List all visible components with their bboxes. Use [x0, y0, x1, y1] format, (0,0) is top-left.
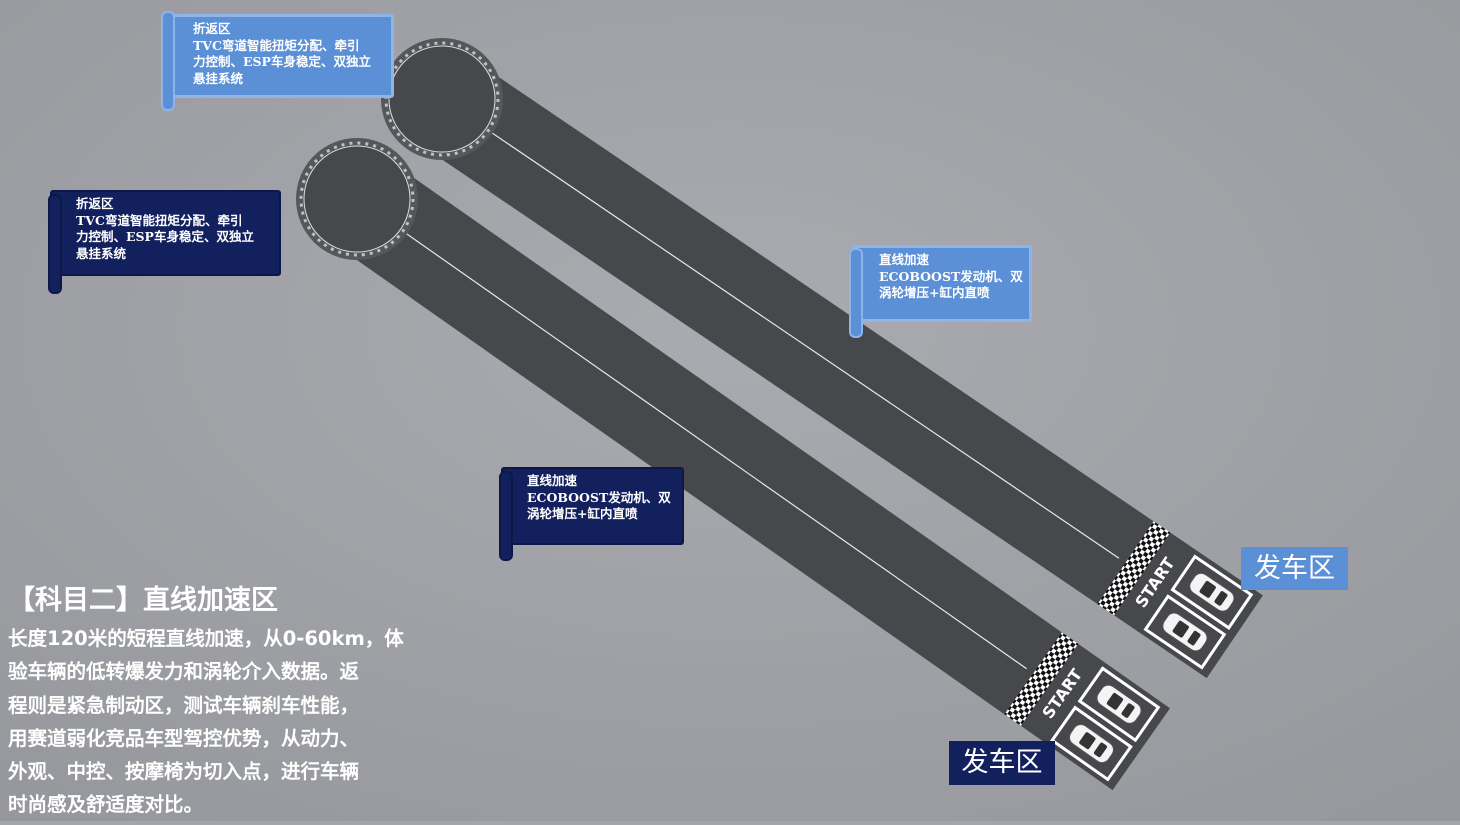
- box-title: 折返区: [76, 196, 114, 211]
- box-line: ECOBOOST发动机、双: [527, 489, 671, 505]
- box-title: 直线加速: [879, 252, 930, 267]
- turnaround-circle: [381, 38, 503, 160]
- turnaround-info-box-top: 折返区 TVC弯道智能扭矩分配、牵引 力控制、ESP车身稳定、双独立 悬挂系统: [161, 11, 394, 111]
- parking-slot: [1050, 705, 1133, 782]
- acceleration-info-box-top: 直线加速 ECOBOOST发动机、双 涡轮增压+缸内直喷: [849, 245, 1032, 338]
- parking-slot: [1143, 594, 1227, 670]
- box-line: 力控制、ESP车身稳定、双独立: [193, 54, 371, 69]
- description-line: 程则是紧急制动区，测试车辆刹车性能，: [8, 693, 360, 717]
- description-title: 【科目二】直线加速区: [8, 585, 278, 616]
- description-body: 长度120米的短程直线加速，从0-60km，体 验车辆的低转爆发力和涡轮介入数据…: [8, 622, 428, 822]
- box-line: TVC弯道智能扭矩分配、牵引: [193, 37, 360, 53]
- description-line: 用赛道弱化竞品车型驾控优势，从动力、: [8, 726, 360, 750]
- box-title: 折返区: [193, 21, 231, 36]
- lane-line: [441, 98, 1120, 559]
- box-line: 悬挂系统: [76, 245, 127, 261]
- box-line: 悬挂系统: [193, 70, 244, 86]
- box-line: ECOBOOST发动机、双: [879, 268, 1023, 284]
- scroll-curl-icon: [161, 11, 175, 111]
- parking-slot: [1077, 666, 1161, 743]
- lane-line: [356, 198, 1028, 670]
- scroll-curl-icon: [499, 471, 513, 561]
- parking-slot: [1170, 554, 1254, 630]
- description-line: 长度120米的短程直线加速，从0-60km，体: [8, 627, 404, 650]
- car-icon: [1096, 684, 1142, 724]
- car-icon: [1162, 612, 1208, 652]
- description-line: 时尚感及舒适度对比。: [8, 793, 204, 817]
- track-bottom: START: [296, 138, 1170, 791]
- scroll-curl-icon: [48, 194, 62, 294]
- acceleration-info-box-bottom: 直线加速 ECOBOOST发动机、双 涡轮增压+缸内直喷: [499, 467, 684, 561]
- checkered-line: [1004, 632, 1079, 726]
- box-title: 直线加速: [527, 473, 578, 488]
- box-line: 涡轮增压+缸内直喷: [879, 285, 990, 300]
- box-line: 力控制、ESP车身稳定、双独立: [76, 229, 254, 244]
- box-line: TVC弯道智能扭矩分配、牵引: [76, 212, 243, 228]
- start-zone-label-bottom: 发车区: [949, 741, 1055, 785]
- checkered-line: [1097, 521, 1171, 616]
- start-zone-label-top: 发车区: [1241, 547, 1348, 590]
- description-line: 外观、中控、按摩椅为切入点，进行车辆: [8, 760, 360, 784]
- car-icon: [1068, 723, 1114, 764]
- description: 【科目二】直线加速区 长度120米的短程直线加速，从0-60km，体 验车辆的低…: [8, 582, 428, 822]
- car-icon: [1189, 572, 1235, 612]
- box-line: 涡轮增压+缸内直喷: [527, 506, 638, 521]
- turnaround-circle: [296, 138, 418, 260]
- track-top: START: [381, 38, 1263, 679]
- description-line: 验车辆的低转爆发力和涡轮介入数据。返: [8, 660, 360, 684]
- turnaround-info-box-bottom: 折返区 TVC弯道智能扭矩分配、牵引 力控制、ESP车身稳定、双独立 悬挂系统: [48, 190, 281, 294]
- scroll-curl-icon: [849, 248, 863, 338]
